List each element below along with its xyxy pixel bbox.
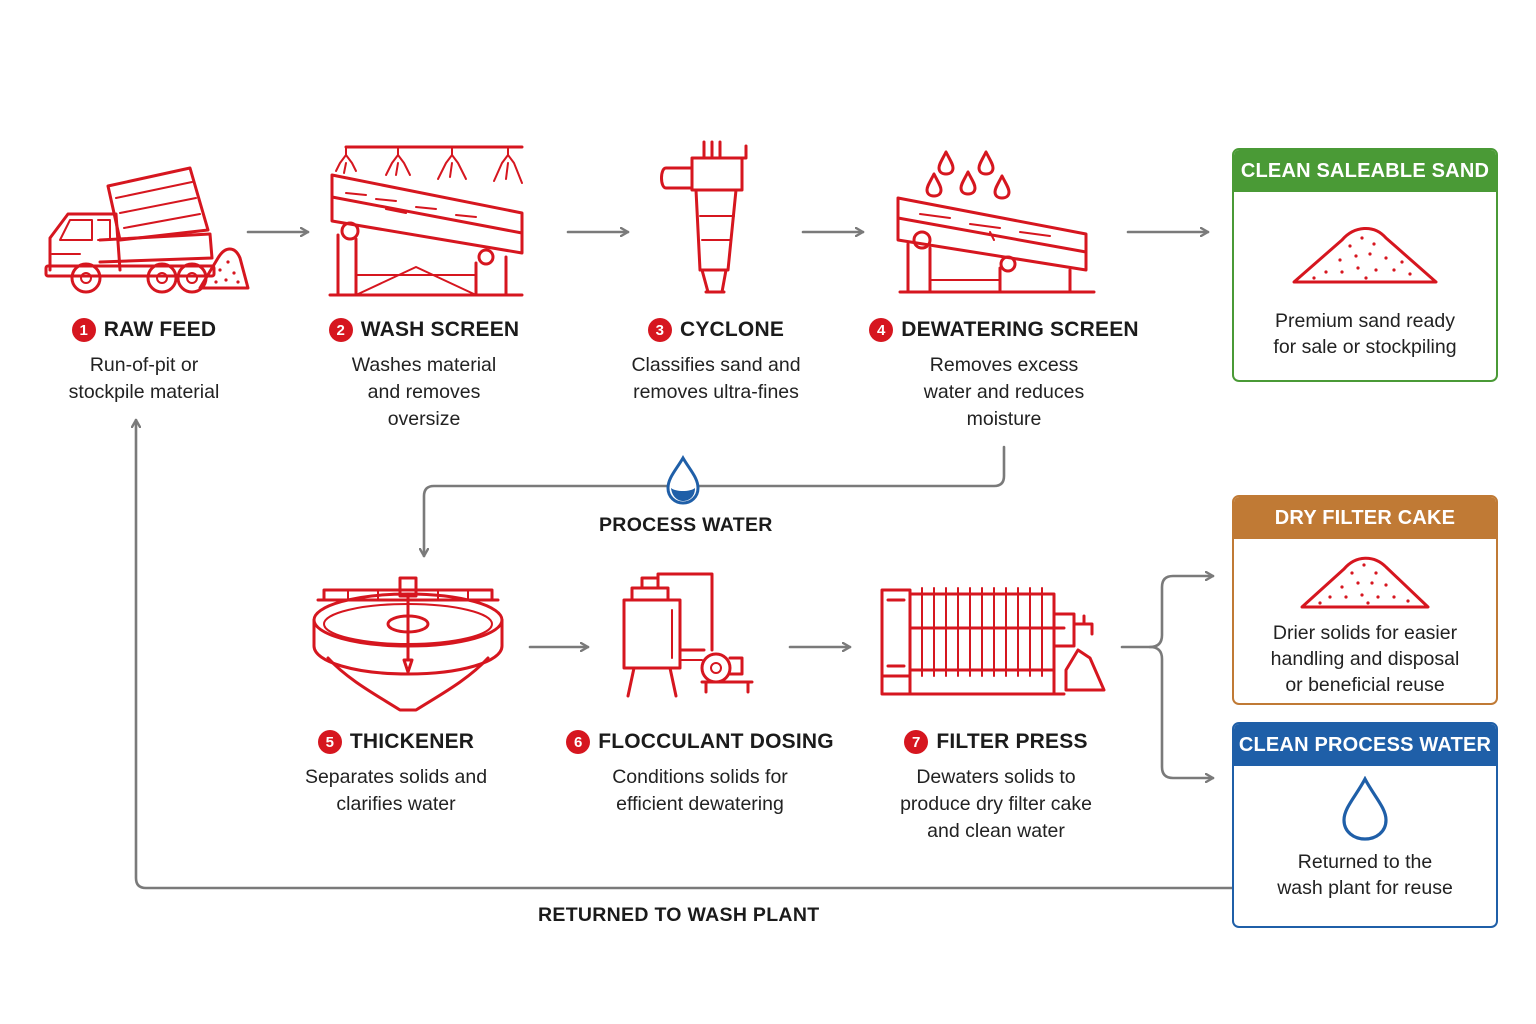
process-water-drop-icon	[666, 455, 700, 505]
filter-cake-pile-icon	[1298, 547, 1432, 611]
split-connector-lower	[1148, 645, 1215, 778]
thickener-icon	[308, 576, 508, 718]
step-title: FLOCCULANT DOSING	[598, 730, 834, 753]
sand-pile-icon	[1290, 216, 1440, 288]
step-title: CYCLONE	[679, 318, 785, 341]
output-clean-saleable-sand: CLEAN SALEABLE SAND Premium sand ready f…	[1232, 148, 1498, 382]
step-number-badge: 3	[647, 318, 672, 342]
step-title: FILTER PRESS	[936, 730, 1088, 753]
step-2-wash-screen: 2 WASH SCREEN Washes material and removes…	[274, 318, 574, 433]
step-number-badge: 1	[71, 318, 96, 342]
wash-screen-icon	[326, 135, 526, 297]
cyclone-icon	[656, 140, 756, 298]
step-description: Separates solids and clarifies water	[304, 766, 488, 815]
split-connector	[1120, 576, 1215, 649]
filter-press-icon	[878, 580, 1110, 698]
step-title: DEWATERING SCREEN	[901, 318, 1139, 341]
step-number-badge: 6	[566, 730, 591, 754]
output-description: Premium sand ready for sale or stockpili…	[1273, 310, 1457, 358]
output-dry-filter-cake: DRY FILTER CAKE Drier solids for easier …	[1232, 495, 1498, 705]
step-description: Run-of-pit or stockpile material	[68, 354, 220, 403]
step-6-flocculant-dosing: 6 FLOCCULANT DOSING Conditions solids for…	[550, 730, 850, 818]
step-description: Removes excess water and reduces moistur…	[923, 354, 1085, 430]
process-water-label: PROCESS WATER	[599, 514, 773, 536]
output-description: Drier solids for easier handling and dis…	[1270, 622, 1460, 696]
step-title: RAW FEED	[103, 318, 217, 341]
step-title: THICKENER	[349, 730, 475, 753]
step-1-raw-feed: 1 RAW FEED Run-of-pit or stockpile materi…	[0, 318, 294, 406]
returned-to-wash-plant-label: RETURNED TO WASH PLANT	[538, 904, 820, 926]
output-title: CLEAN PROCESS WATER	[1234, 724, 1496, 766]
step-number-badge: 2	[328, 318, 353, 342]
step-description: Washes material and removes oversize	[351, 354, 497, 430]
output-clean-process-water: CLEAN PROCESS WATER Returned to the wash…	[1232, 722, 1498, 928]
step-number-badge: 5	[317, 730, 342, 754]
step-7-filter-press: 7 FILTER PRESS Dewaters solids to produce…	[846, 730, 1146, 845]
step-number-badge: 4	[869, 318, 894, 342]
step-title: WASH SCREEN	[360, 318, 520, 341]
output-title: CLEAN SALEABLE SAND	[1234, 150, 1496, 192]
step-5-thickener: 5 THICKENER Separates solids and clarifie…	[246, 730, 546, 818]
step-4-dewatering-screen: 4 DEWATERING SCREEN Removes excess water …	[854, 318, 1154, 433]
water-drop-icon	[1340, 775, 1390, 842]
return-line	[136, 418, 1234, 890]
step-3-cyclone: 3 CYCLONE Classifies sand and removes ult…	[566, 318, 866, 406]
step-description: Classifies sand and removes ultra-fines	[631, 354, 801, 403]
dump-truck-icon	[40, 158, 252, 298]
process-water-line	[424, 445, 1006, 558]
dosing-tank-icon	[618, 570, 760, 702]
step-number-badge: 7	[904, 730, 929, 754]
step-description: Conditions solids for efficient dewateri…	[612, 766, 788, 815]
step-description: Dewaters solids to produce dry filter ca…	[900, 766, 1092, 842]
output-description: Returned to the wash plant for reuse	[1277, 851, 1453, 899]
output-title: DRY FILTER CAKE	[1234, 497, 1496, 539]
dewatering-screen-icon	[890, 148, 1100, 296]
